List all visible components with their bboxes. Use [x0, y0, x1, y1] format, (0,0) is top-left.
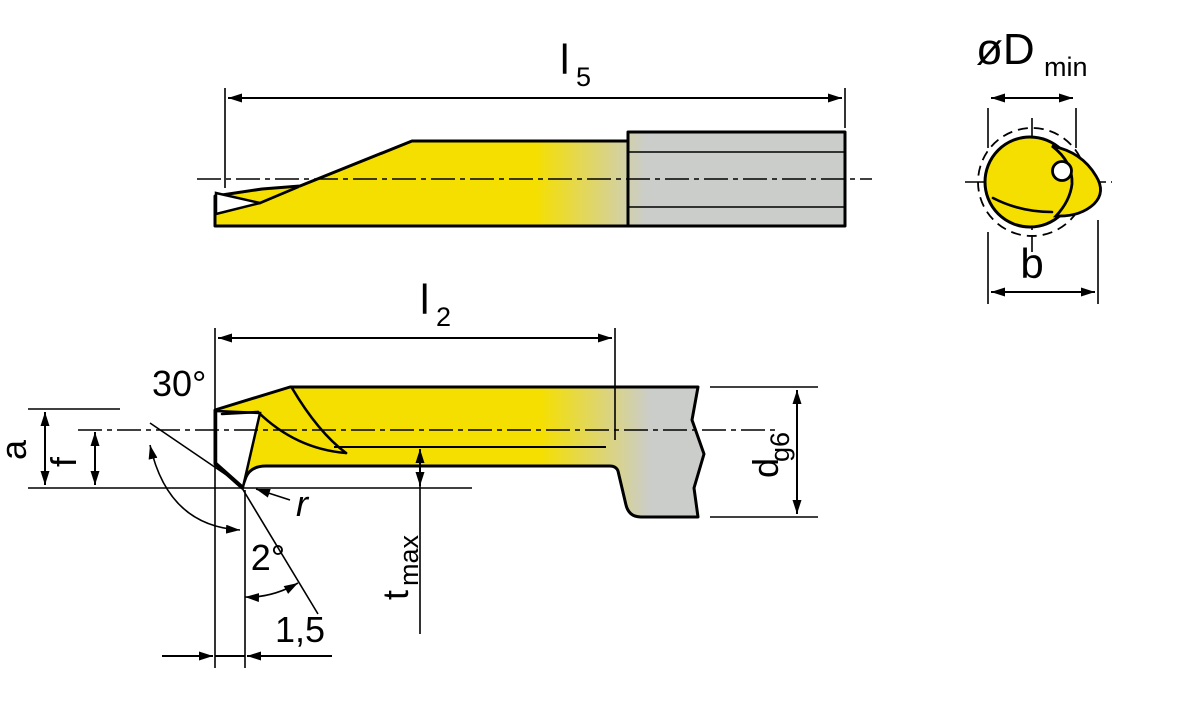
dim-label-a: a — [0, 439, 34, 460]
dim-label-dg6: d — [745, 458, 786, 478]
dim-label-dg6-sub: g6 — [765, 432, 795, 462]
dim-label-l2-sub: 2 — [436, 302, 451, 332]
cutting-edge-curve-2 — [256, 410, 348, 455]
flank-line — [241, 487, 319, 615]
dim-b: b — [987, 220, 1099, 304]
dim-angle-30: 30° — [148, 363, 245, 534]
dim-label-f: f — [43, 456, 84, 467]
cutting-edge-curve-1 — [290, 386, 348, 455]
view-detail: l 2 a f 30° 2° r — [0, 276, 818, 668]
dim-label-tmax-sub: max — [394, 534, 424, 586]
view-front: øD min b — [965, 25, 1112, 304]
dim-label-b: b — [1020, 240, 1043, 287]
dim-a: a — [0, 408, 472, 489]
dim-label-dmin: øD — [976, 25, 1035, 74]
dim-label-30deg: 30° — [152, 363, 206, 404]
dim-label-r: r — [296, 483, 310, 524]
angle-2-arc — [244, 582, 299, 603]
angle-30-arc — [148, 444, 241, 534]
tool-section-lobe — [1051, 144, 1102, 218]
dim-angle-2: 2° — [241, 487, 319, 668]
dim-l5: l 5 — [224, 36, 846, 188]
dim-label-l5-sub: 5 — [576, 62, 591, 92]
dim-label-tmax: t — [375, 590, 416, 600]
dim-d-min: øD min — [976, 25, 1088, 148]
dim-f: f — [43, 432, 100, 485]
dim-label-dmin-sub: min — [1044, 52, 1088, 82]
dim-label-l2: l — [420, 276, 429, 323]
dim-label-15: 1,5 — [275, 609, 325, 650]
cutting-edge-line — [220, 410, 260, 416]
dim-d-g6: d g6 — [710, 386, 818, 518]
dim-label-2deg: 2° — [251, 537, 285, 578]
tip-edge-line — [258, 185, 300, 205]
section-chord-line — [991, 196, 1054, 214]
coolant-hole — [1051, 160, 1073, 182]
radius-leader-line — [255, 488, 291, 501]
dim-radius-r: r — [255, 483, 310, 524]
view-side-full: l 5 — [197, 36, 872, 228]
dim-label-dg6-group: d g6 — [745, 432, 795, 478]
dim-t-max: t max — [375, 449, 425, 634]
tool-body-detail — [213, 385, 706, 519]
dim-1-5: 1,5 — [162, 609, 332, 661]
dim-label-tmax-group: t max — [375, 534, 424, 600]
dim-label-l5: l — [560, 36, 569, 83]
tool-tip-notch — [214, 191, 261, 216]
